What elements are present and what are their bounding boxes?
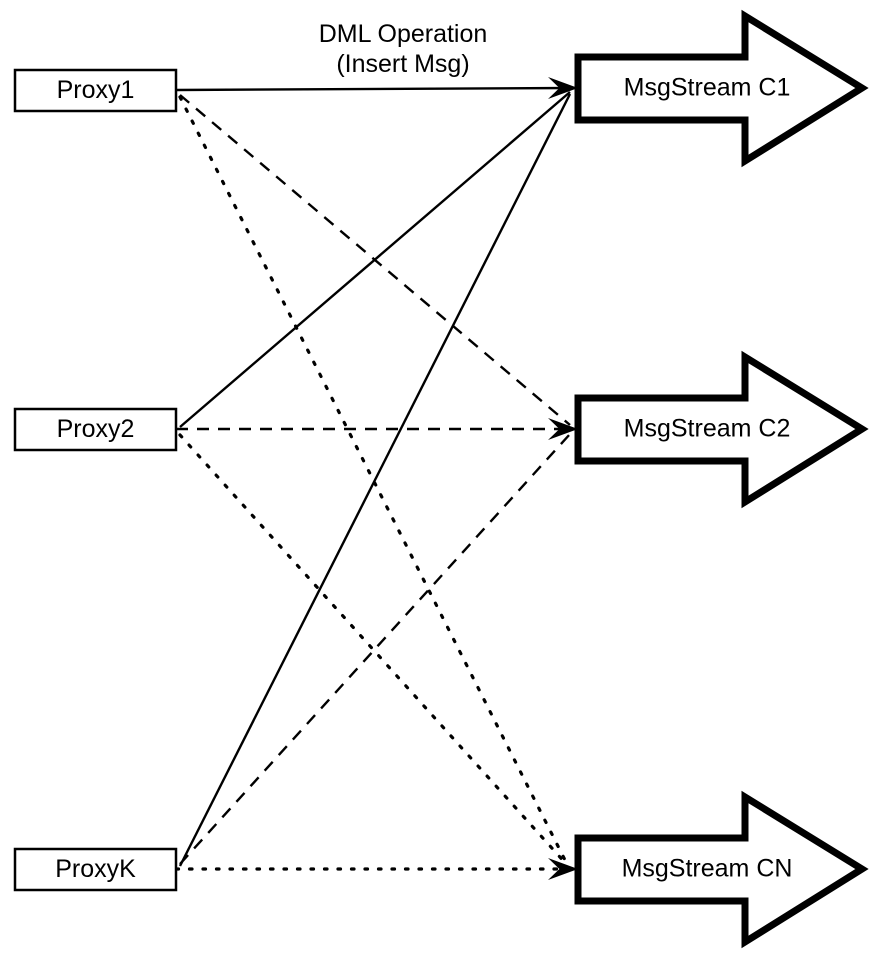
proxy1-label: Proxy1 [57, 76, 135, 104]
stream-node-c1[interactable]: MsgStream C1 [574, 9, 869, 168]
stream-c2-arrow-shape[interactable] [574, 350, 869, 509]
arrowhead-stream-c2 [548, 418, 578, 440]
proxy-node-proxy2[interactable]: Proxy2 [13, 407, 178, 452]
link-proxy1-stream-c1[interactable] [175, 86, 573, 92]
proxyk-box[interactable] [13, 847, 178, 892]
edge-annotation: DML Operation (Insert Msg) [319, 20, 488, 78]
proxy2-box[interactable] [13, 407, 178, 452]
proxyk-label: ProxyK [55, 855, 136, 883]
stream-node-cn[interactable]: MsgStream CN [574, 790, 869, 949]
arrowhead-stream-cn [548, 858, 578, 880]
dml-operation-label-line2: (Insert Msg) [336, 50, 469, 78]
stream-cn-label: MsgStream CN [622, 855, 793, 883]
link-proxy2-stream-cn[interactable] [178, 433, 570, 868]
arrowhead-layer [548, 77, 578, 880]
stream-c2-label: MsgStream C2 [624, 415, 791, 443]
arrowhead-stream-c1 [548, 77, 578, 99]
link-proxyk-stream-c1[interactable] [178, 93, 572, 867]
stream-c1-arrow-shape[interactable] [574, 9, 869, 168]
proxy1-box[interactable] [13, 68, 178, 113]
link-proxy2-stream-c1[interactable] [179, 91, 571, 428]
link-proxyk-stream-c2[interactable] [179, 433, 571, 865]
stream-c1-label: MsgStream C1 [624, 74, 791, 102]
proxy-node-proxy1[interactable]: Proxy1 [13, 68, 178, 113]
proxy2-label: Proxy2 [57, 415, 135, 443]
connector-layer [174, 86, 574, 871]
proxy-node-proxyk[interactable]: ProxyK [13, 847, 178, 892]
dml-operation-label-line1: DML Operation [319, 20, 488, 48]
stream-cn-arrow-shape[interactable] [574, 790, 869, 949]
stream-node-c2[interactable]: MsgStream C2 [574, 350, 869, 509]
